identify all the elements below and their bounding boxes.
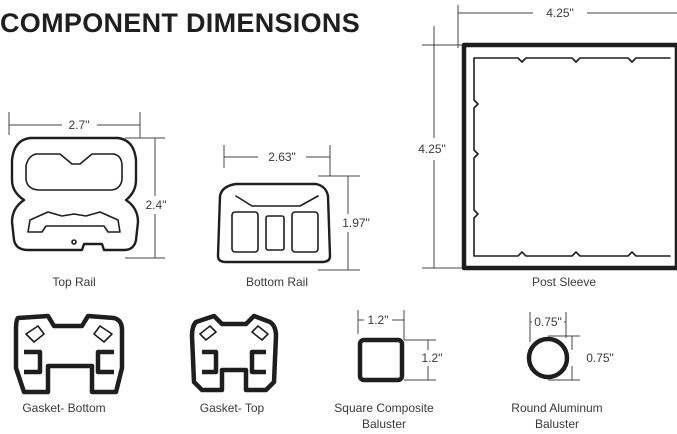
round-aluminum-baluster: 0.75" 0.75" xyxy=(526,312,614,381)
gasket-top-caption: Gasket- Top xyxy=(200,401,265,415)
square-baluster-caption-line1: Square Composite xyxy=(334,401,434,415)
gasket-bottom-caption: Gasket- Bottom xyxy=(22,401,105,415)
gasket-top xyxy=(189,313,279,393)
square-baluster-height-label: 1.2" xyxy=(422,351,443,365)
round-baluster-caption-line1: Round Aluminum xyxy=(511,401,602,415)
post-sleeve-profile xyxy=(461,42,677,271)
square-baluster-caption-line2: Baluster xyxy=(362,417,406,431)
top-rail-width-label: 2.7" xyxy=(69,118,90,132)
square-baluster-width-label: 1.2" xyxy=(368,313,389,327)
top-rail-caption: Top Rail xyxy=(52,275,95,289)
square-baluster-profile xyxy=(357,337,405,383)
bottom-rail-profile xyxy=(216,182,332,264)
page-title: COMPONENT DIMENSIONS xyxy=(0,8,361,38)
round-baluster-height-label: 0.75" xyxy=(586,351,614,365)
bottom-rail-height-label: 1.97" xyxy=(342,216,370,230)
post-sleeve: 4.25" 4.25" xyxy=(418,5,677,271)
gasket-bottom-profile xyxy=(13,313,125,395)
post-sleeve-width-label: 4.25" xyxy=(546,6,574,20)
round-baluster-caption-line2: Baluster xyxy=(535,417,579,431)
bottom-rail-width-label: 2.63" xyxy=(268,150,296,164)
top-rail: 2.7" 2.4" xyxy=(8,112,167,259)
round-baluster-width-label: 0.75" xyxy=(534,315,562,329)
post-sleeve-height-label: 4.25" xyxy=(418,142,446,156)
gasket-top-profile xyxy=(189,313,279,393)
bottom-rail: 2.63" 1.97" xyxy=(216,145,370,271)
top-rail-profile xyxy=(10,136,140,252)
top-rail-height-label: 2.4" xyxy=(146,198,167,212)
bottom-rail-caption: Bottom Rail xyxy=(246,275,308,289)
gasket-bottom xyxy=(13,313,125,395)
round-baluster-profile xyxy=(526,336,570,380)
post-sleeve-caption: Post Sleeve xyxy=(532,275,596,289)
square-composite-baluster: 1.2" 1.2" xyxy=(357,310,443,383)
